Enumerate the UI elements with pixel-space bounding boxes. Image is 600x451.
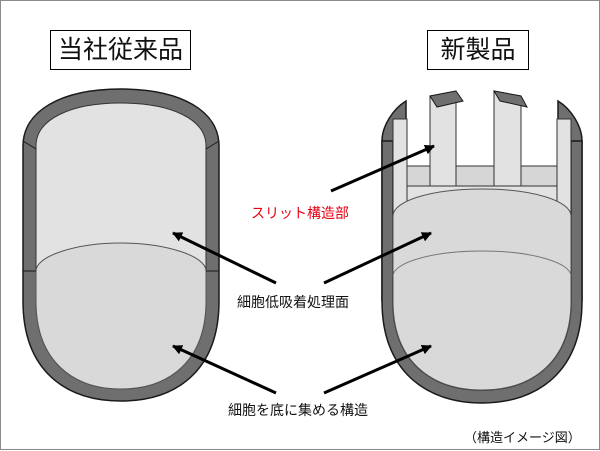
label-cell-collecting-structure: 細胞を底に集める構造 — [228, 403, 368, 419]
conventional-tube-bottom — [35, 242, 207, 390]
label-slit-structure: スリット構造部 — [251, 206, 349, 222]
arrow-adhesion-left — [172, 231, 277, 285]
slit-finger-1-top — [429, 90, 464, 108]
arrow-collect-right — [323, 344, 432, 395]
arrow-adhesion-right — [323, 231, 432, 285]
arrows — [172, 144, 435, 395]
slit-fingers — [429, 90, 528, 187]
conventional-tube — [22, 88, 220, 402]
label-low-adhesion-surface: 細胞低吸着処理面 — [237, 295, 349, 311]
slit-finger-2-top — [493, 90, 528, 108]
title-new-product: 新製品 — [427, 30, 529, 70]
caption: （構造イメージ図） — [464, 431, 581, 446]
new-product-tube — [381, 90, 583, 404]
new-tube-bottom-surface — [392, 188, 572, 391]
arrow-collect-left — [172, 344, 277, 395]
title-conventional: 当社従来品 — [50, 30, 191, 70]
arrow-slit — [330, 144, 435, 193]
new-tube-curve-line — [392, 250, 572, 277]
